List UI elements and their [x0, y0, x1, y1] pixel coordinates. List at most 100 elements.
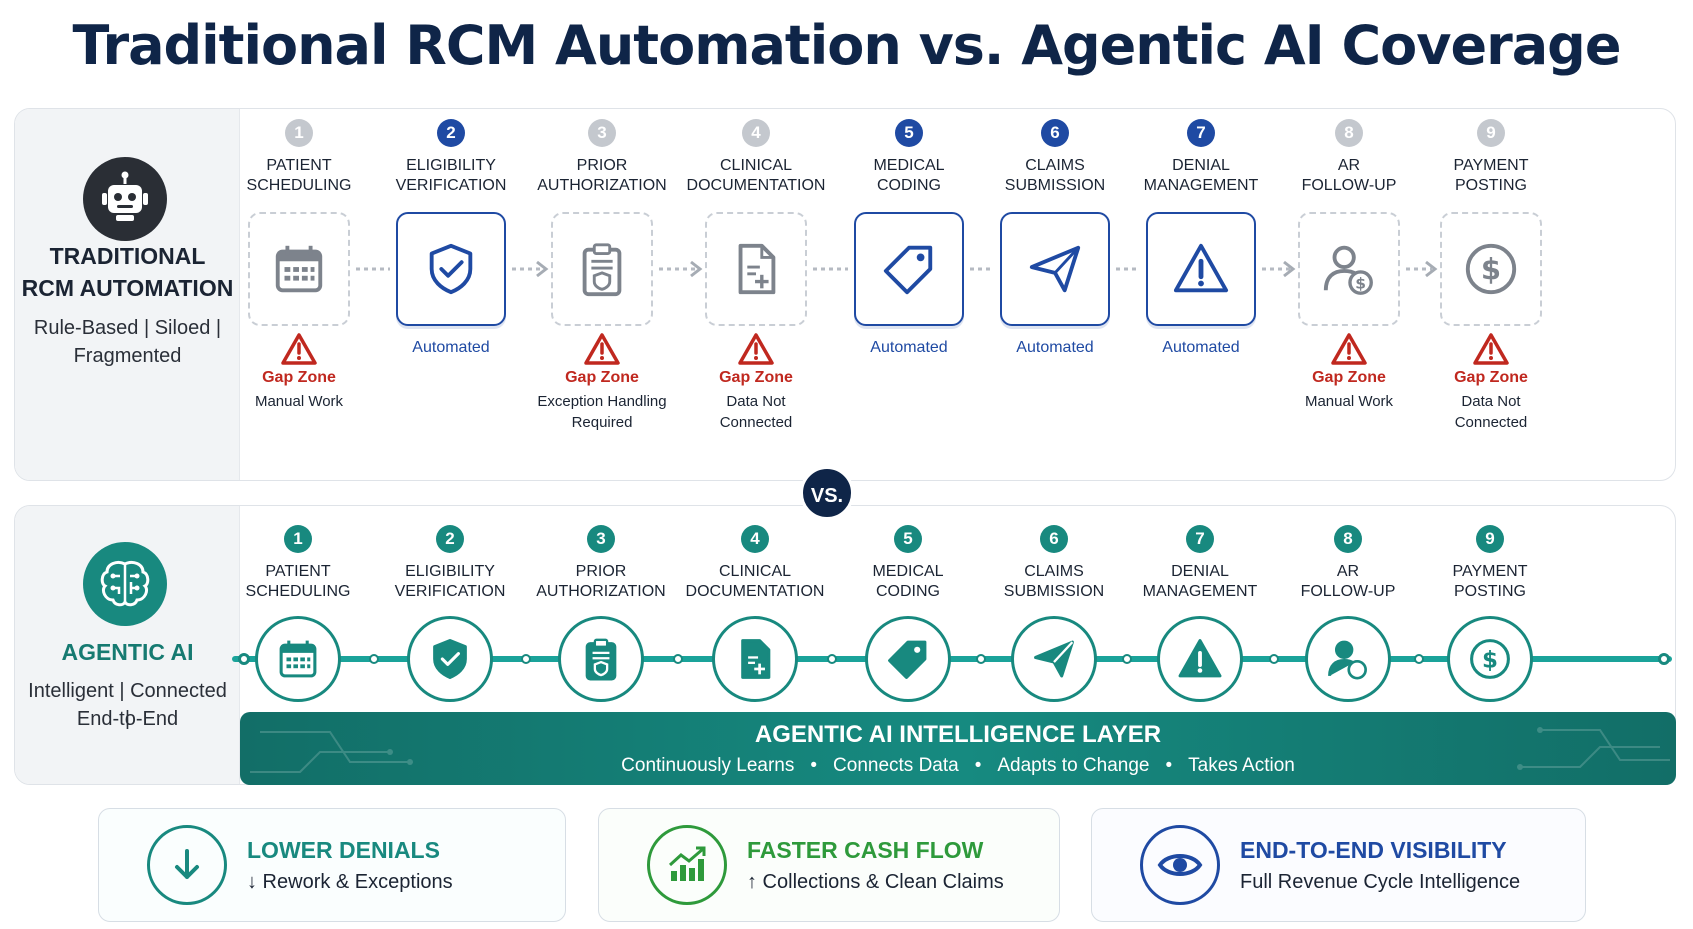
- step-number: 4: [742, 119, 770, 147]
- gap-step-box: [551, 212, 653, 326]
- agentic-step-node: $: [1305, 616, 1391, 702]
- step-number: 9: [1476, 525, 1504, 553]
- benefit-subtitle: ↓ Rework & Exceptions: [247, 871, 453, 893]
- track-node: [1122, 654, 1132, 664]
- step-label-line1: PAYMENT: [1453, 157, 1529, 174]
- paper-plane-icon: [1034, 640, 1074, 678]
- agentic-title: AGENTIC AI: [61, 639, 194, 665]
- gap-note-line1: Exception Handling: [537, 393, 667, 410]
- gap-note-line2: Connected: [719, 414, 793, 431]
- step-label-line1: DENIAL: [1172, 157, 1230, 174]
- vs-badge: VS.: [800, 466, 854, 520]
- step-number: 9: [1477, 119, 1505, 147]
- document-plus-icon: [738, 243, 776, 295]
- warning-icon: [584, 333, 620, 365]
- gap-note-line1: Data Not: [1461, 393, 1521, 410]
- gap-note-line1: Manual Work: [254, 393, 344, 410]
- step-number: 8: [1335, 119, 1363, 147]
- track-node: [976, 654, 986, 664]
- gap-step-box: $: [1440, 212, 1542, 326]
- step-label-line2: SCHEDULING: [246, 177, 352, 194]
- gap-zone-label: Gap Zone: [1312, 369, 1386, 386]
- gap-note-line1: Manual Work: [1304, 393, 1394, 410]
- user-dollar-icon: $: [1328, 640, 1367, 680]
- track-node: [1269, 654, 1279, 664]
- agentic-step-node: [865, 616, 951, 702]
- traditional-subtitle-line2: Fragmented: [73, 345, 182, 367]
- clipboard-shield-icon: [585, 638, 617, 681]
- step-label-line1: AR: [1337, 157, 1361, 174]
- shield-check-icon: [429, 243, 473, 295]
- automated-label: Automated: [412, 339, 490, 356]
- track-node: [238, 653, 250, 665]
- step-number: 4: [741, 525, 769, 553]
- svg-text:$: $: [1482, 647, 1498, 673]
- track-node: [1658, 653, 1670, 665]
- traditional-panel: TRADITIONAL RCM AUTOMATION Rule-Based | …: [14, 108, 1676, 481]
- track-node: [673, 654, 683, 664]
- step-label-line2: CODING: [876, 583, 940, 600]
- step-number: 2: [437, 119, 465, 147]
- tag-icon: [883, 245, 933, 295]
- automated-step-box: [396, 212, 506, 326]
- gap-note-line2: Connected: [1454, 414, 1528, 431]
- clipboard-shield-icon: [582, 243, 622, 297]
- agentic-step-node: [407, 616, 493, 702]
- step-label-line2: POSTING: [1453, 583, 1526, 600]
- benefit-card-visibility: END-TO-END VISIBILITY Full Revenue Cycle…: [1091, 808, 1586, 922]
- step-label-line2: AUTHORIZATION: [537, 177, 667, 194]
- step-label-line1: CLINICAL: [718, 563, 792, 580]
- paper-plane-icon: [1029, 245, 1081, 293]
- automated-label: Automated: [1162, 339, 1240, 356]
- circuit-pattern-icon: [250, 727, 1670, 773]
- intelligence-layer: AGENTIC AI INTELLIGENCE LAYER Continuous…: [240, 712, 1676, 785]
- step-label-line1: PRIOR: [575, 563, 627, 580]
- automated-step-box: [1000, 212, 1110, 326]
- layer-item: Continuously Learns: [621, 755, 795, 776]
- layer-items: Continuously Learns•Connects Data•Adapts…: [621, 755, 1295, 776]
- benefit-title: END-TO-END VISIBILITY: [1240, 837, 1507, 863]
- growth-chart-icon: [647, 825, 727, 905]
- step-label-line1: MEDICAL: [873, 157, 945, 174]
- connector-arrow: [813, 267, 848, 271]
- step-label-line1: PRIOR: [576, 157, 628, 174]
- gap-note-line1: Data Not: [726, 393, 786, 410]
- benefit-subtitle: ↑ Collections & Clean Claims: [747, 871, 1004, 893]
- benefit-subtitle: Full Revenue Cycle Intelligence: [1240, 871, 1521, 893]
- agentic-step-node: [558, 616, 644, 702]
- gap-step-box: [248, 212, 350, 326]
- warning-icon: [738, 333, 774, 365]
- calendar-icon: [275, 245, 323, 293]
- track-node: [369, 654, 379, 664]
- track-node: [826, 654, 837, 664]
- tag-icon: [888, 640, 927, 679]
- step-number: 5: [894, 525, 922, 553]
- benefit-card-faster-cash-flow: FASTER CASH FLOW ↑ Collections & Clean C…: [598, 808, 1060, 922]
- traditional-title-line2: RCM AUTOMATION: [21, 275, 234, 301]
- connector-arrow: [1406, 260, 1438, 278]
- agentic-subtitle-line2: End-to-End: [76, 708, 179, 730]
- step-number: 7: [1186, 525, 1214, 553]
- step-label-line1: AR: [1336, 563, 1360, 580]
- step-number: 6: [1040, 525, 1068, 553]
- gap-step-box: [705, 212, 807, 326]
- connector-arrow: [970, 267, 994, 271]
- step-number: 3: [587, 525, 615, 553]
- gap-zone-label: Gap Zone: [1454, 369, 1528, 386]
- gap-note-line2: Required: [571, 414, 633, 431]
- step-label-line2: FOLLOW-UP: [1301, 177, 1397, 194]
- automated-step-box: [854, 212, 964, 326]
- agentic-subtitle-line1: Intelligent | Connected |: [28, 680, 227, 730]
- gap-zone-label: Gap Zone: [719, 369, 793, 386]
- connector-arrow: [659, 260, 703, 278]
- automated-label: Automated: [870, 339, 948, 356]
- track-node: [1414, 654, 1424, 664]
